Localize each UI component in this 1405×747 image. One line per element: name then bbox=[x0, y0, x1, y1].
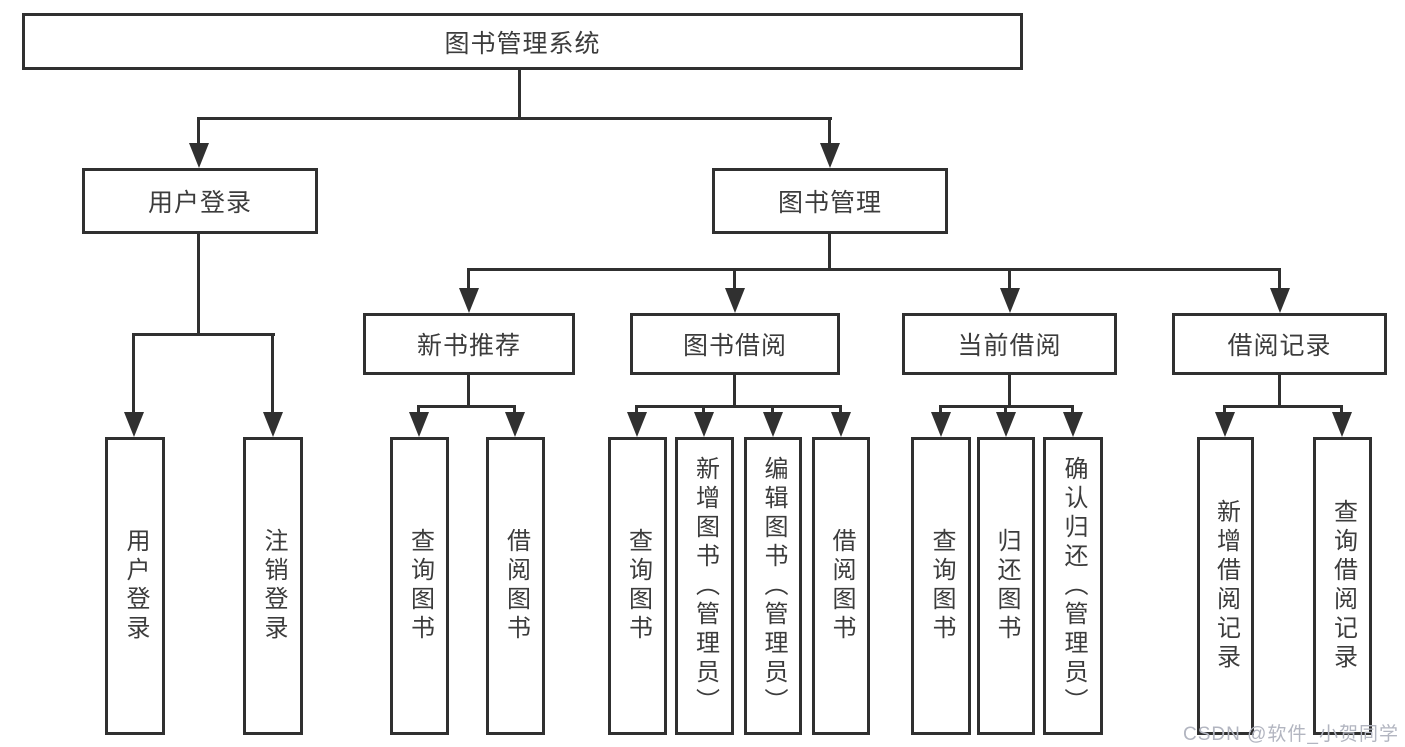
connector-bookmgmt-drop-2 bbox=[733, 268, 736, 292]
arrow-down-icon bbox=[627, 412, 647, 437]
connector-bookmgmt-rail bbox=[467, 268, 1281, 271]
node-user-login: 用户登录 bbox=[82, 168, 318, 234]
leaf-return-book: 归还图书 bbox=[977, 437, 1035, 735]
connector-records-rail bbox=[1223, 405, 1343, 408]
connector-borrowing-stem bbox=[733, 373, 736, 408]
connector-recommend-rail bbox=[417, 405, 516, 408]
leaf-logout: 注销登录 bbox=[243, 437, 303, 735]
connector-bookmgmt-drop-4 bbox=[1278, 268, 1281, 292]
leaf-user-login: 用户登录 bbox=[105, 437, 165, 735]
node-new-book-recommend: 新书推荐 bbox=[363, 313, 575, 375]
leaf-edit-book-admin: 编辑图书（管理员） bbox=[744, 437, 802, 735]
arrow-down-icon bbox=[1332, 412, 1352, 437]
arrow-down-icon bbox=[931, 412, 951, 437]
connector-bookmgmt-drop-3 bbox=[1008, 268, 1011, 292]
leaf-borrow-book: 借阅图书 bbox=[812, 437, 870, 735]
arrow-down-icon bbox=[763, 412, 783, 437]
arrow-down-icon bbox=[725, 288, 745, 313]
arrow-down-icon bbox=[694, 412, 714, 437]
connector-recommend-stem bbox=[467, 373, 470, 408]
leaf-recommend-query-books: 查询图书 bbox=[390, 437, 449, 735]
connector-bookmgmt-drop-1 bbox=[467, 268, 470, 292]
leaf-add-borrow-record: 新增借阅记录 bbox=[1197, 437, 1254, 735]
arrow-down-icon bbox=[189, 143, 209, 168]
connector-root-drop-login bbox=[197, 117, 200, 147]
leaf-recommend-borrow-books: 借阅图书 bbox=[486, 437, 545, 735]
connector-bookmgmt-stem bbox=[828, 232, 831, 271]
arrow-down-icon bbox=[124, 412, 144, 437]
arrow-down-icon bbox=[505, 412, 525, 437]
connector-login-drop-2 bbox=[271, 333, 274, 415]
node-book-borrowing: 图书借阅 bbox=[630, 313, 840, 375]
connector-login-rail bbox=[132, 333, 275, 336]
connector-root-stem bbox=[518, 68, 521, 120]
leaf-add-book-admin: 新增图书（管理员） bbox=[675, 437, 734, 735]
arrow-down-icon bbox=[1063, 412, 1083, 437]
arrow-down-icon bbox=[1000, 288, 1020, 313]
connector-borrowing-rail bbox=[635, 405, 842, 408]
arrow-down-icon bbox=[831, 412, 851, 437]
arrow-down-icon bbox=[1215, 412, 1235, 437]
arrow-down-icon bbox=[996, 412, 1016, 437]
node-borrow-records: 借阅记录 bbox=[1172, 313, 1387, 375]
arrow-down-icon bbox=[263, 412, 283, 437]
csdn-watermark: CSDN @软件_小贺同学 bbox=[1183, 724, 1399, 745]
leaf-query-borrow-record: 查询借阅记录 bbox=[1313, 437, 1372, 735]
node-book-management: 图书管理 bbox=[712, 168, 948, 234]
arrow-down-icon bbox=[1270, 288, 1290, 313]
leaf-borrowing-query-books: 查询图书 bbox=[608, 437, 667, 735]
connector-root-rail bbox=[197, 117, 832, 120]
arrow-down-icon bbox=[409, 412, 429, 437]
node-root-library-system: 图书管理系统 bbox=[22, 13, 1023, 70]
connector-current-stem bbox=[1008, 373, 1011, 408]
connector-login-drop-1 bbox=[132, 333, 135, 415]
arrow-down-icon bbox=[459, 288, 479, 313]
leaf-confirm-return-admin: 确认归还（管理员） bbox=[1043, 437, 1103, 735]
connector-login-stem bbox=[197, 232, 200, 336]
connector-root-drop-bookmgmt bbox=[828, 117, 831, 147]
arrow-down-icon bbox=[820, 143, 840, 168]
connector-records-stem bbox=[1278, 373, 1281, 408]
node-current-borrowing: 当前借阅 bbox=[902, 313, 1117, 375]
leaf-current-query-books: 查询图书 bbox=[911, 437, 971, 735]
